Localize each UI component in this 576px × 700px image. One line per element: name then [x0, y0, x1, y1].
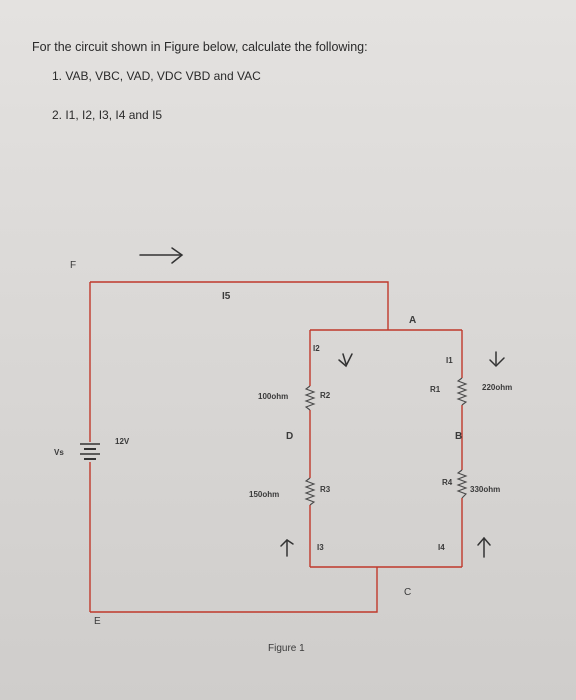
circuit-wires [89, 281, 463, 613]
r1-name: R1 [430, 385, 441, 394]
source-value: 12V [115, 437, 130, 446]
current-arrows [139, 247, 505, 558]
battery-symbol [80, 443, 100, 460]
node-label-d: D [286, 431, 293, 442]
arrow-i1-down-icon [489, 351, 505, 368]
resistor-r1 [456, 377, 468, 406]
resistor-r2 [304, 385, 316, 411]
current-label-i4: I4 [438, 543, 445, 552]
node-label-f: F [70, 260, 76, 271]
source-name: Vs [54, 448, 64, 457]
figure-caption: Figure 1 [268, 643, 305, 654]
question-item-2: 2. I1, I2, I3, I4 and I5 [52, 108, 163, 122]
r3-value: 150ohm [249, 490, 279, 499]
r1-value: 220ohm [482, 383, 512, 392]
r3-name: R3 [320, 485, 331, 494]
r4-name: R4 [442, 478, 453, 487]
resistor-r4 [456, 469, 468, 499]
r2-name: R2 [320, 391, 331, 400]
node-label-b: B [455, 431, 462, 442]
arrow-i5-right-icon [139, 247, 184, 264]
arrow-i2-down-icon [338, 353, 353, 368]
wire-top-left [90, 281, 389, 330]
node-label-e: E [94, 616, 101, 627]
r4-value: 330ohm [470, 485, 500, 494]
node-label-a: A [409, 315, 416, 326]
question-item-1: 1. VAB, VBC, VAD, VDC VBD and VAC [52, 69, 261, 83]
current-label-i1: I1 [446, 356, 453, 365]
current-label-i5: I5 [222, 291, 231, 302]
arrow-i4-up-icon [477, 536, 491, 558]
current-label-i3: I3 [317, 543, 324, 552]
arrow-i3-up-icon [280, 539, 294, 557]
resistor-r3 [304, 477, 316, 506]
current-label-i2: I2 [313, 344, 320, 353]
question-title: For the circuit shown in Figure below, c… [32, 40, 368, 54]
r2-value: 100ohm [258, 392, 288, 401]
wire-bottom [90, 567, 378, 613]
node-label-c: C [404, 587, 411, 598]
